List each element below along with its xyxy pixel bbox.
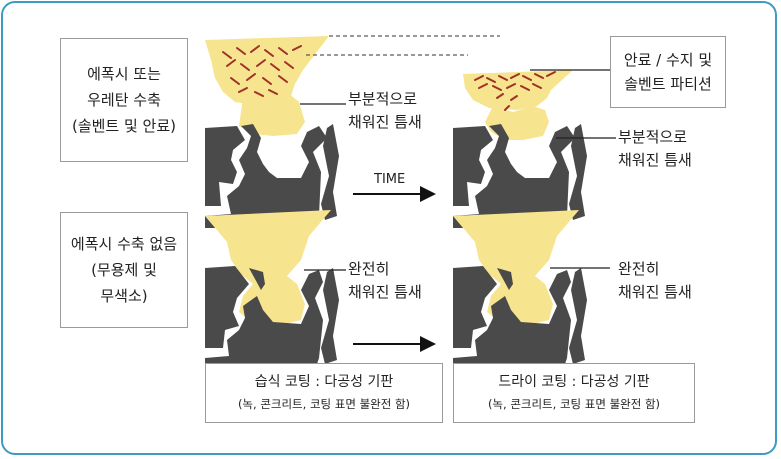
- bottom-right-label: 완전히 채워진 틈새: [618, 258, 692, 304]
- caption-left-box: 습식 코팅 : 다공성 기판 (녹, 콘크리트, 코팅 표면 불완전 함): [205, 363, 443, 423]
- bottom-left-box-line3: 무색소): [100, 287, 148, 305]
- caption-right-line1: 드라이 코팅 : 다공성 기판: [498, 374, 650, 390]
- bottom-left-box-line1: 에폭시 수축 없음: [70, 235, 178, 253]
- bottom-left-box: 에폭시 수축 없음 (무용제 및 무색소): [60, 212, 188, 328]
- bottom-right-label-line1: 완전히: [618, 260, 660, 278]
- top-left-box-line2: 우레탄 수축: [87, 91, 161, 109]
- caption-right-box: 드라이 코팅 : 다공성 기판 (녹, 콘크리트, 코팅 표면 불완전 함): [453, 363, 695, 423]
- top-right-box: 안료 / 수지 및 솔벤트 파티션: [610, 36, 726, 108]
- top-right-label-line1: 부분적으로: [618, 128, 688, 146]
- cross-section-top-left: [205, 36, 339, 228]
- top-left-box-line1: 에폭시 또는: [87, 65, 161, 83]
- cross-section-top-right: [453, 70, 587, 228]
- cross-section-bottom-right: [453, 210, 587, 370]
- bottom-right-label-line2: 채워진 틈새: [618, 283, 692, 301]
- top-mid-label-line2: 채워진 틈새: [348, 113, 422, 131]
- cross-section-bottom-left: [205, 210, 339, 370]
- top-right-label-line2: 채워진 틈새: [618, 151, 692, 169]
- top-mid-label-line1: 부분적으로: [348, 90, 418, 108]
- top-right-label: 부분적으로 채워진 틈새: [618, 126, 692, 172]
- bottom-left-box-line2: (무용제 및: [91, 261, 157, 279]
- top-right-box-line2: 솔벤트 파티션: [624, 75, 712, 93]
- time-label: TIME: [374, 172, 406, 187]
- bottom-mid-label-line2: 채워진 틈새: [348, 283, 422, 301]
- bottom-mid-label: 완전히 채워진 틈새: [348, 258, 422, 304]
- top-right-box-line1: 안료 / 수지 및: [623, 51, 713, 69]
- top-left-box-line3: (솔벤트 및 안료): [71, 117, 177, 135]
- top-mid-label: 부분적으로 채워진 틈새: [348, 88, 422, 134]
- caption-left-line1: 습식 코팅 : 다공성 기판: [254, 374, 394, 390]
- caption-left-line2: (녹, 콘크리트, 코팅 표면 불완전 함): [237, 397, 411, 411]
- bottom-mid-label-line1: 완전히: [348, 260, 390, 278]
- caption-right-line2: (녹, 콘크리트, 코팅 표면 불완전 함): [487, 397, 661, 411]
- top-left-box: 에폭시 또는 우레탄 수축 (솔벤트 및 안료): [60, 38, 188, 162]
